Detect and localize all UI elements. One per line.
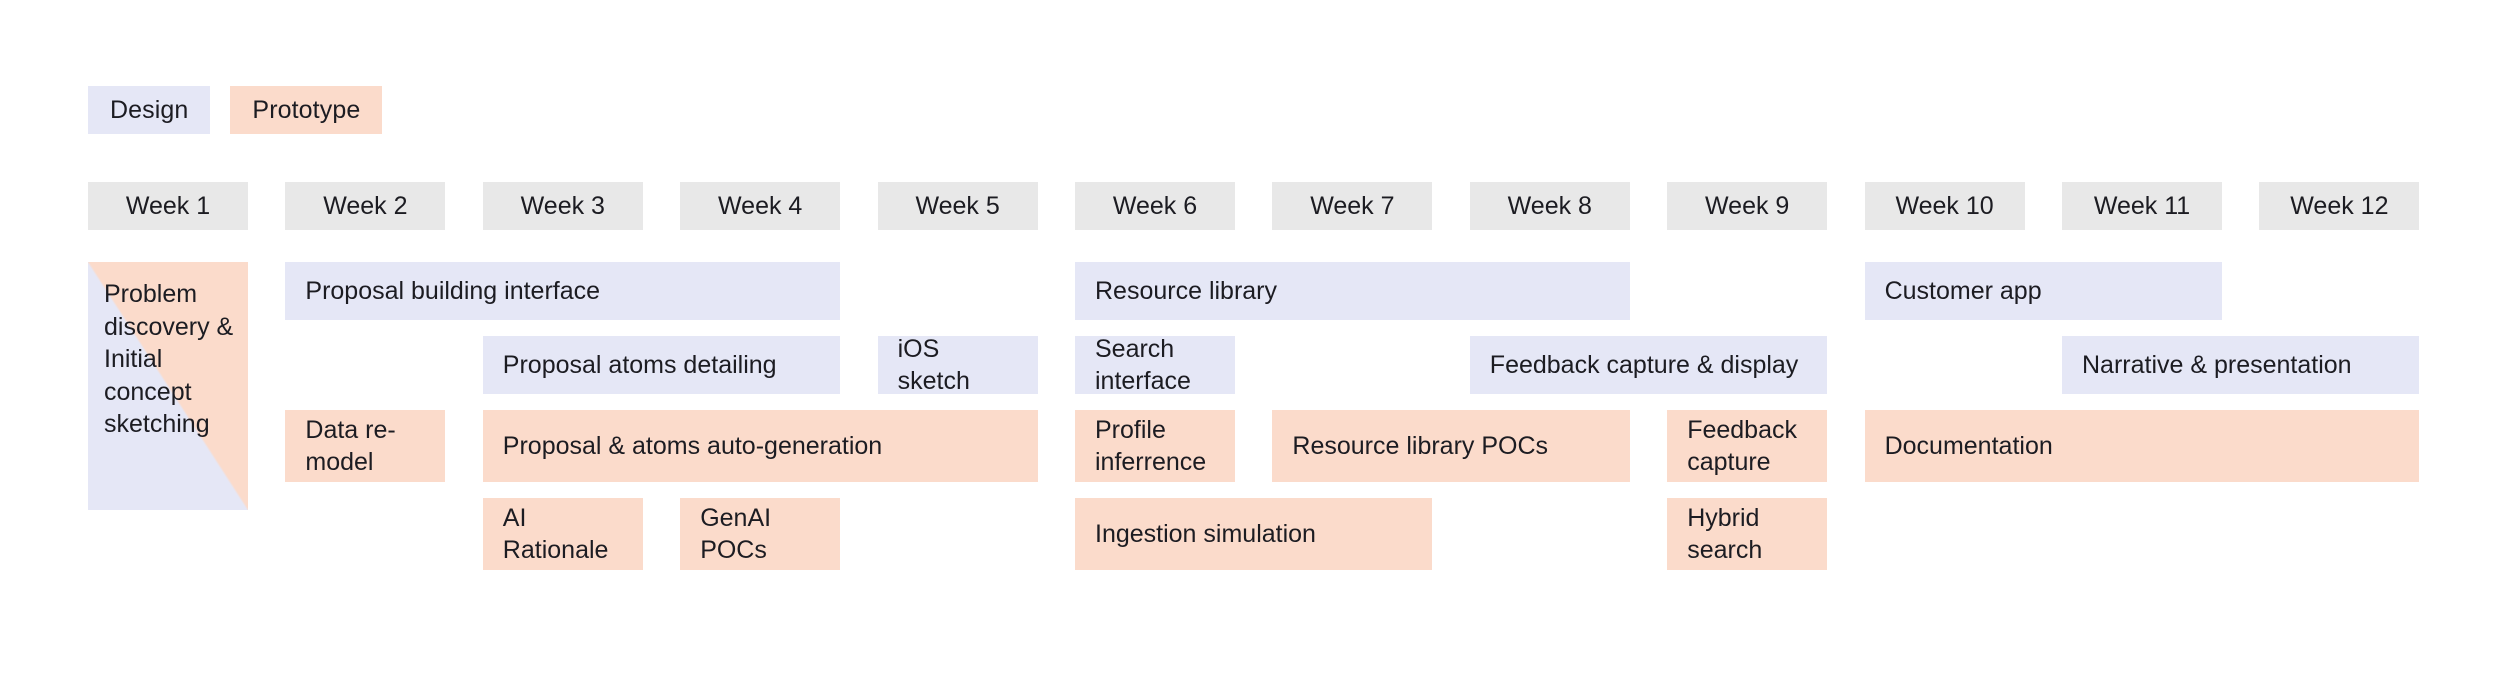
task-bar[interactable]: Ingestion simulation	[1075, 498, 1433, 570]
task-bar[interactable]: iOS sketch	[877, 336, 1038, 394]
task-bar[interactable]: Data re-model	[285, 410, 446, 482]
week-header-cell[interactable]: Week 11	[2062, 182, 2222, 230]
task-bar[interactable]: Hybrid search	[1667, 498, 1828, 570]
task-bar[interactable]: Narrative & presentation	[2062, 336, 2420, 394]
week-header-cell[interactable]: Week 4	[680, 182, 841, 230]
task-bar-label: Proposal atoms detailing	[502, 351, 777, 379]
task-bar-label: GenAI POCs	[700, 504, 772, 564]
task-bar-label: Hybrid search	[1687, 504, 1763, 564]
task-bar-label: Proposal building interface	[305, 277, 601, 305]
task-bar[interactable]: Feedback capture	[1667, 410, 1828, 482]
task-bar[interactable]: Search interface	[1075, 336, 1235, 394]
task-bar-label: Resource library	[1095, 277, 1278, 305]
task-bar-label: Proposal & atoms auto-generation	[502, 432, 883, 460]
task-bar-label: Feedback capture	[1687, 416, 1797, 476]
week-header-cell[interactable]: Week 12	[2259, 182, 2420, 230]
task-bar-label: Feedback capture & display	[1489, 351, 1799, 379]
task-bar[interactable]: Documentation	[1864, 410, 2420, 482]
week-header-cell[interactable]: Week 3	[482, 182, 643, 230]
task-bar[interactable]: Resource library	[1075, 262, 1630, 320]
task-row: AI Rationale GenAI POCs Ingestion simulati…	[88, 498, 2457, 570]
week-header-row: Week 1 Week 2 Week 3 Week 4 Week 5 Week 6 Week…	[88, 182, 2457, 230]
phase-block-problem-discovery: Problem discovery & Initial concept sket…	[88, 262, 248, 510]
task-row: Proposal atoms detailing iOS sketch Search…	[88, 336, 2457, 394]
task-bar[interactable]: Customer app	[1864, 262, 2222, 320]
task-bar[interactable]: Proposal & atoms auto-generation	[482, 410, 1038, 482]
timeline-header: Week 1 Week 2 Week 3 Week 4 Week 5 Week 6 Week…	[88, 182, 2457, 230]
task-bar[interactable]: Proposal building interface	[285, 262, 841, 320]
task-bar-label: Search interface	[1095, 336, 1191, 394]
task-row: Proposal building interface Resource libr…	[88, 262, 2457, 320]
task-row: Data re-model Proposal & atoms auto-gener…	[88, 410, 2457, 482]
week-header-cell[interactable]: Week 8	[1469, 182, 1630, 230]
week-header-cell[interactable]: Week 1	[88, 182, 248, 230]
task-bar[interactable]: AI Rationale	[482, 498, 643, 570]
task-bar-label: Profile inferrence	[1095, 416, 1207, 476]
week-header-cell[interactable]: Week 6	[1075, 182, 1235, 230]
legend-item-design[interactable]: Design	[88, 86, 211, 134]
week-header-cell[interactable]: Week 10	[1864, 182, 2025, 230]
task-bar-label: Documentation	[1884, 432, 2053, 460]
task-bar-label: Narrative & presentation	[2082, 351, 2352, 379]
task-bar[interactable]: Proposal atoms detailing	[482, 336, 841, 394]
task-bar[interactable]: Resource library POCs	[1272, 410, 1630, 482]
task-bar[interactable]: GenAI POCs	[680, 498, 841, 570]
legend-item-prototype[interactable]: Prototype	[230, 86, 383, 134]
week-header-cell[interactable]: Week 5	[877, 182, 1038, 230]
week-header-cell[interactable]: Week 9	[1667, 182, 1828, 230]
legend: Design Prototype	[88, 86, 383, 134]
task-bar-label: Data re-model	[305, 416, 396, 476]
task-bar[interactable]: Profile inferrence	[1075, 410, 1235, 482]
task-bar-label: Ingestion simulation	[1095, 520, 1316, 548]
task-bar-label: AI Rationale	[502, 504, 609, 564]
task-bar[interactable]: Feedback capture & display	[1469, 336, 1828, 394]
task-bar-label: iOS sketch	[897, 336, 970, 394]
week-header-cell[interactable]: Week 7	[1272, 182, 1433, 230]
week-header-cell[interactable]: Week 2	[285, 182, 446, 230]
task-bar-label: Resource library POCs	[1292, 432, 1549, 460]
task-bar-label: Customer app	[1884, 277, 2042, 305]
